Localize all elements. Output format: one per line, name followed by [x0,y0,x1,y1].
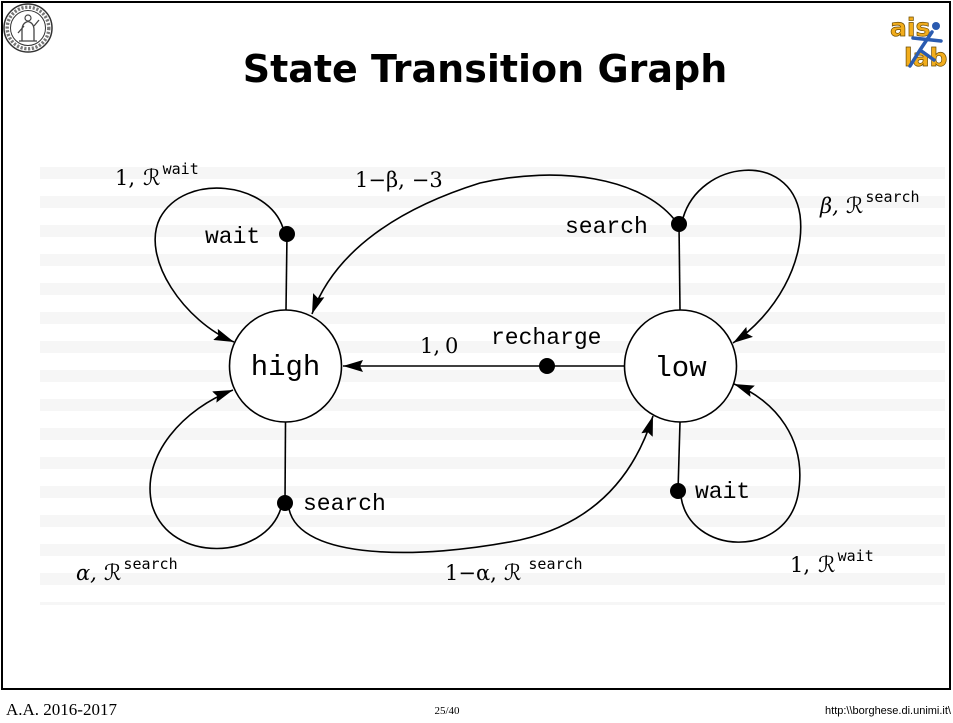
transition-arrow-low-search-to-high [311,174,675,315]
transition-probability: 1, [115,166,135,190]
transition-probability: 1−β, [355,168,405,192]
transition-arrow-high-search-loop [149,389,282,550]
transition-label-recharge-to-high: 1,0 [420,334,458,358]
slide-canvas: ais lab State Transition Graph high low [3,3,948,586]
action-dots [277,216,687,511]
reward-symbol: ℛ [818,553,836,578]
action-label-low-wait: wait [695,479,750,505]
slide-title: State Transition Graph [243,47,728,91]
reward-superscript: search [865,188,919,206]
state-circle-low [623,309,738,423]
connector-low-wait [677,421,681,492]
action-dot-high-search [277,495,293,511]
faded-scan-background [40,150,945,605]
reward-symbol: ℛ [846,194,864,219]
state-label-high: high [251,351,321,384]
transition-reward: 0 [445,334,458,358]
footer-url: http:\\borghese.di.unimi.it\ [825,705,951,717]
state-label-low: low [654,352,707,385]
state-circle-high [228,309,343,423]
reward-superscript: wait [838,547,874,565]
reward-superscript: search [123,555,177,573]
reward-superscript: wait [163,160,199,178]
seal-lettering-ring [5,5,51,51]
action-label-low-recharge: recharge [491,325,601,351]
transition-arrow-low-wait-loop [680,383,801,543]
state-node-low: low [623,309,738,423]
university-seal-icon [3,3,53,53]
connector-high-wait [285,233,288,311]
action-dot-low-search [671,216,687,232]
transition-arrows [149,169,802,554]
footer-page-number: 25/40 [434,705,460,717]
transition-probability: α, [76,561,97,585]
transition-arrow-high-search-to-low [288,415,654,554]
action-dot-low-recharge [539,358,555,374]
logo-text-bottom: lab [904,43,947,72]
reward-symbol: ℛ [104,561,122,586]
logo-text-top: ais [890,13,930,42]
reward-superscript: search [528,555,582,573]
transition-arrow-low-search-loop [682,169,802,344]
action-dot-low-wait [670,483,686,499]
action-label-high-wait: wait [205,224,260,250]
action-label-high-search: search [303,491,386,517]
connector-high-search [284,421,287,504]
reward-symbol: ℛ [504,561,522,586]
action-connectors [284,223,681,504]
transition-probability: 1, [790,553,810,577]
seal-figure-body [17,19,40,42]
action-dot-high-wait [279,226,295,242]
transition-label-low-search-to-high: 1−β, −3 [355,168,443,192]
connector-low-search [678,223,681,311]
logo-figure-body [908,30,943,68]
transition-probability: 1−α, [445,561,497,585]
ais-lab-logo-icon: ais lab [890,13,948,73]
transition-probability: β, [819,194,839,218]
transition-probability: 1, [420,334,440,358]
transition-arrow-high-wait-loop [154,187,284,343]
state-node-high: high [228,309,343,423]
footer-academic-year: A.A. 2016-2017 [6,700,117,719]
reward-symbol: ℛ [143,166,161,191]
action-label-low-search: search [565,214,648,240]
slide-frame [1,1,951,690]
seal-inner-ring [10,10,46,46]
logo-figure-head [932,22,940,30]
transition-reward: −3 [412,168,443,192]
